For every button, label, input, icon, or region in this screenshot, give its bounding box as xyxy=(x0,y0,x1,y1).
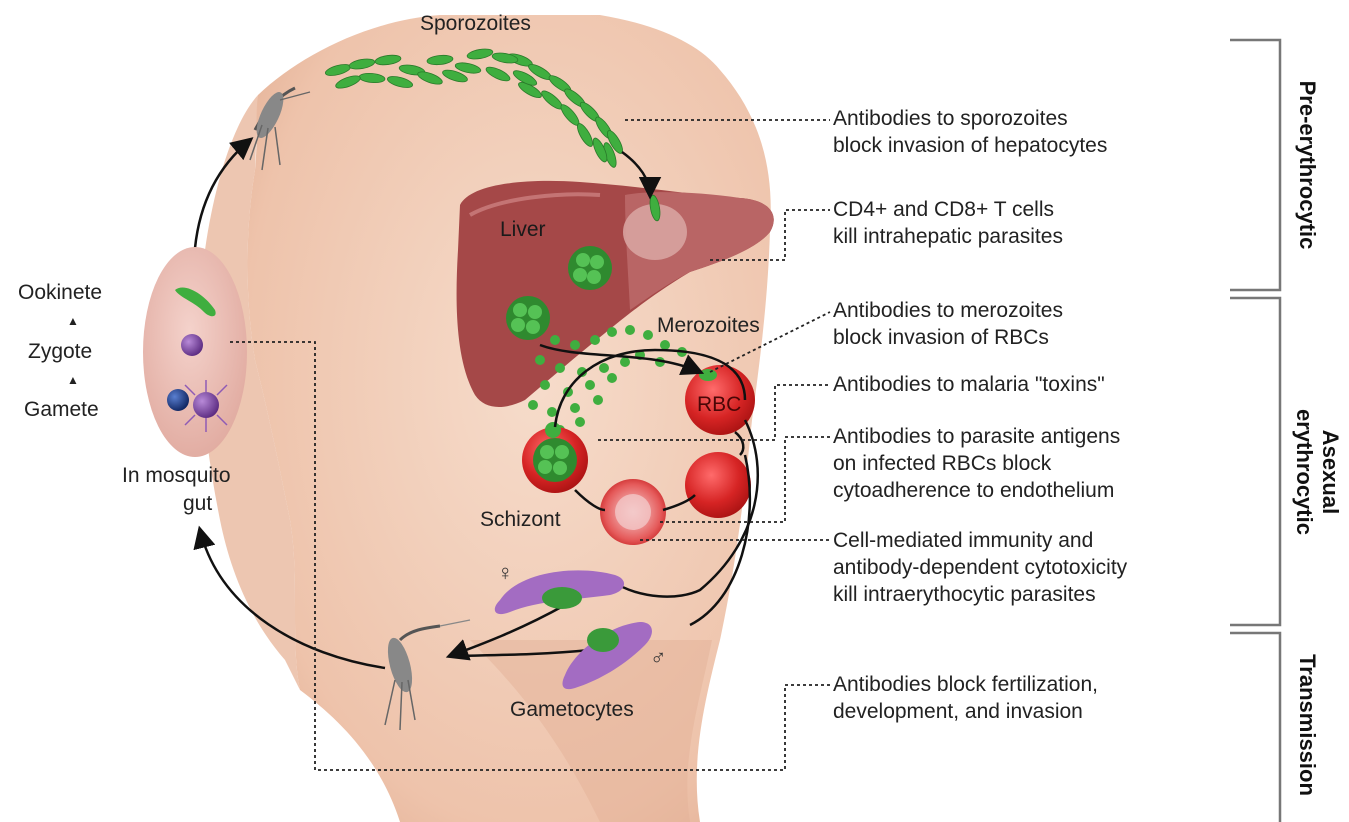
merozoite-dot xyxy=(599,363,609,373)
stage-brackets xyxy=(1230,40,1280,822)
merozoite-dot xyxy=(570,340,580,350)
stage-transmission: Transmission xyxy=(1294,650,1320,800)
female-symbol: ♀ xyxy=(497,560,514,586)
rbc-cell-right xyxy=(685,452,751,518)
bracket-asexual-erythrocytic xyxy=(1230,298,1280,625)
rbc-cell-pale xyxy=(600,479,666,545)
annotation-toxin-antibodies: Antibodies to malaria "toxins" xyxy=(833,371,1105,398)
male-symbol: ♂ xyxy=(650,645,667,671)
label-in-mosquito: In mosquito xyxy=(122,462,231,489)
merozoite-dot xyxy=(607,373,617,383)
label-merozoites: Merozoites xyxy=(657,312,760,339)
label-sporozoites: Sporozoites xyxy=(420,10,531,37)
merozoite-dot xyxy=(625,325,635,335)
stage-pre-erythrocytic: Pre-erythrocytic xyxy=(1294,50,1320,280)
mosquito-gut xyxy=(143,247,247,457)
up-triangle-icon: ▲ xyxy=(67,373,79,387)
label-gut: gut xyxy=(183,490,212,517)
label-gametocytes: Gametocytes xyxy=(510,696,634,723)
merozoite-dot xyxy=(607,327,617,337)
liver-schizont-cluster-1 xyxy=(568,246,612,290)
merozoite-dot xyxy=(550,335,560,345)
merozoite-dot xyxy=(540,380,550,390)
bracket-transmission xyxy=(1230,633,1280,822)
merozoite-dot xyxy=(555,363,565,373)
merozoite-dot xyxy=(590,335,600,345)
merozoite-dot xyxy=(547,407,557,417)
up-triangle-icon: ▲ xyxy=(67,314,79,328)
merozoite-dot xyxy=(585,380,595,390)
annotation-transmission-antibodies: Antibodies block fertilization,developme… xyxy=(833,671,1098,725)
label-schizont: Schizont xyxy=(480,506,561,533)
label-ookinete: Ookinete xyxy=(18,279,102,306)
merozoite-dot xyxy=(535,355,545,365)
gamete-male-icon xyxy=(167,389,189,411)
merozoite-dot xyxy=(620,357,630,367)
label-rbc: RBC xyxy=(697,391,741,418)
merozoite-dot xyxy=(593,395,603,405)
label-zygote: Zygote xyxy=(28,338,92,365)
merozoite-dot xyxy=(575,417,585,427)
merozoite-dot xyxy=(660,340,670,350)
merozoite-dot xyxy=(528,400,538,410)
zygote-icon xyxy=(181,334,203,356)
merozoite-dot xyxy=(643,330,653,340)
label-liver: Liver xyxy=(500,216,546,243)
liver-schizont-cluster-2 xyxy=(506,296,550,340)
merozoite-dot xyxy=(570,403,580,413)
label-gamete: Gamete xyxy=(24,396,99,423)
bracket-pre-erythrocytic xyxy=(1230,40,1280,290)
